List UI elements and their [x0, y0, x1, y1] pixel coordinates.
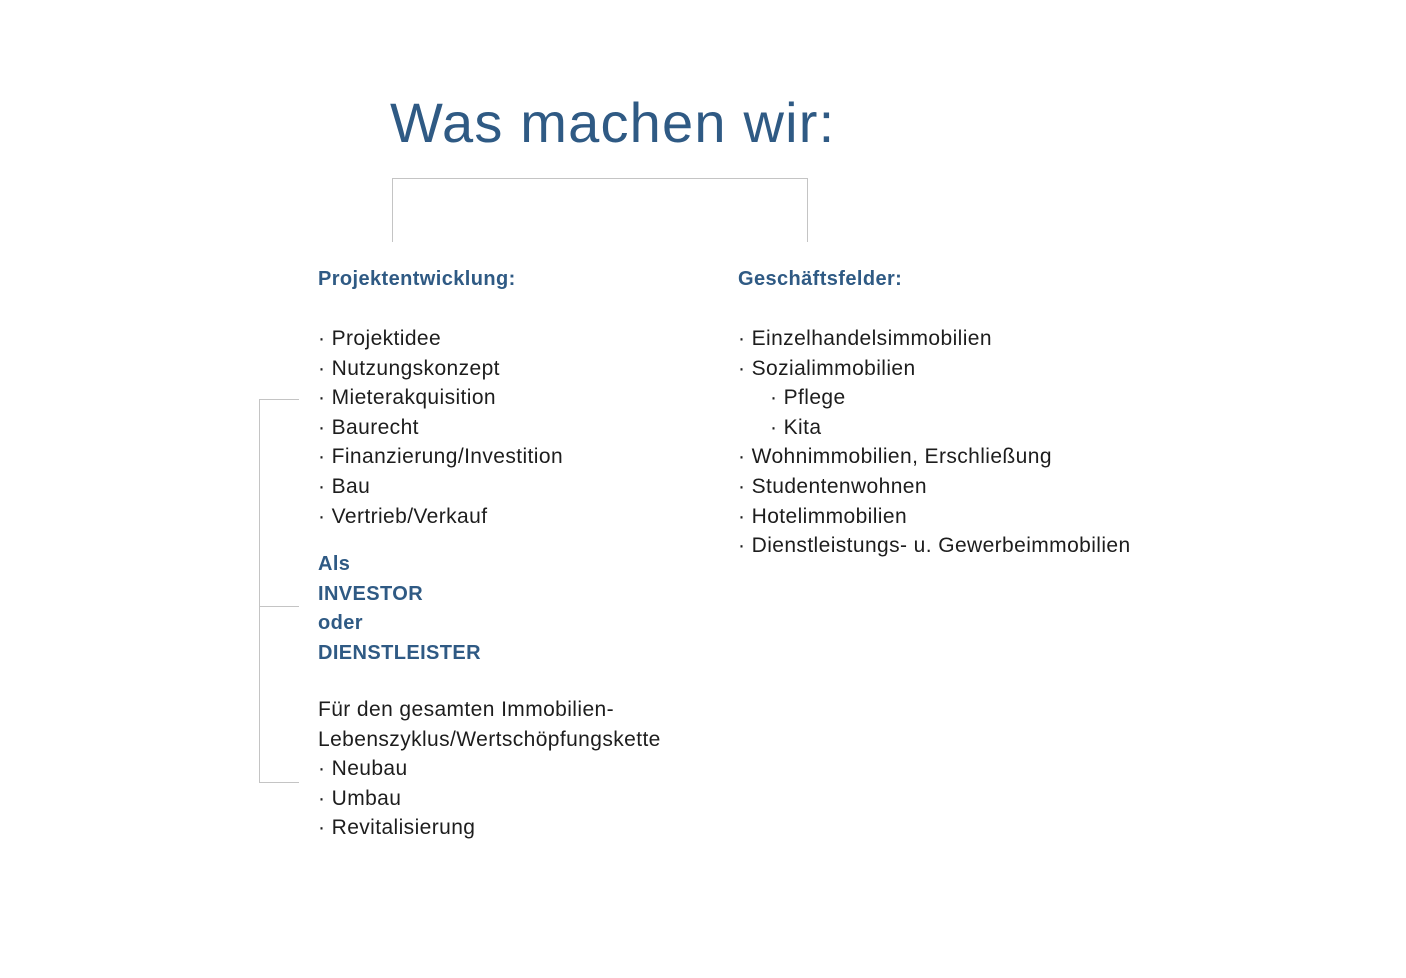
- list-item: · Baurecht: [318, 415, 419, 439]
- geschaeftsfelder-heading: Geschäftsfelder:: [738, 268, 903, 290]
- list-item: · Mieterakquisition: [318, 386, 496, 410]
- sub-list-item: · Kita: [770, 415, 822, 439]
- list-item: · Nutzungskonzept: [318, 356, 500, 380]
- left-bracket-tick-bottom: [259, 782, 299, 783]
- lifecycle-line: Lebenszyklus/Wertschöpfungskette: [318, 727, 661, 751]
- list-item: · Sozialimmobilien: [738, 356, 916, 380]
- left-bracket-vertical: [259, 399, 260, 783]
- list-item: · Einzelhandelsimmobilien: [738, 327, 992, 350]
- page-title: Was machen wir:: [390, 91, 836, 154]
- top-bracket-horizontal: [392, 178, 808, 179]
- role-line: INVESTOR: [318, 582, 424, 605]
- list-item: · Studentenwohnen: [738, 474, 927, 498]
- top-bracket-left: [392, 178, 393, 242]
- sub-list-item: · Pflege: [770, 386, 846, 410]
- role-block: Als INVESTOR oder DIENSTLEISTER: [318, 550, 481, 668]
- list-item: · Bau: [318, 474, 371, 498]
- list-item: · Neubau: [318, 757, 408, 781]
- projektentwicklung-list: · Projektidee · Nutzungskonzept · Mieter…: [318, 324, 563, 531]
- list-item: · Vertrieb/Verkauf: [318, 504, 488, 528]
- lifecycle-block: Für den gesamten Immobilien- Lebenszyklu…: [318, 695, 661, 843]
- left-bracket-tick-middle: [259, 606, 299, 607]
- top-bracket-right: [807, 178, 808, 242]
- left-bracket-tick-top: [259, 399, 299, 400]
- lifecycle-line: Für den gesamten Immobilien-: [318, 698, 614, 721]
- projektentwicklung-heading: Projektentwicklung:: [318, 268, 516, 290]
- list-item: · Dienstleistungs- u. Gewerbeimmobilien: [738, 534, 1131, 558]
- list-item: · Umbau: [318, 786, 402, 810]
- role-line: Als: [318, 553, 351, 575]
- list-item: · Wohnimmobilien, Erschließung: [738, 445, 1052, 469]
- role-line: DIENSTLEISTER: [318, 641, 481, 664]
- list-item: · Projektidee: [318, 327, 442, 350]
- role-line: oder: [318, 612, 363, 635]
- list-item: · Finanzierung/Investition: [318, 445, 564, 469]
- list-item: · Revitalisierung: [318, 816, 476, 840]
- list-item: · Hotelimmobilien: [738, 504, 908, 528]
- geschaeftsfelder-list: · Einzelhandelsimmobilien · Sozialimmobi…: [738, 324, 1131, 561]
